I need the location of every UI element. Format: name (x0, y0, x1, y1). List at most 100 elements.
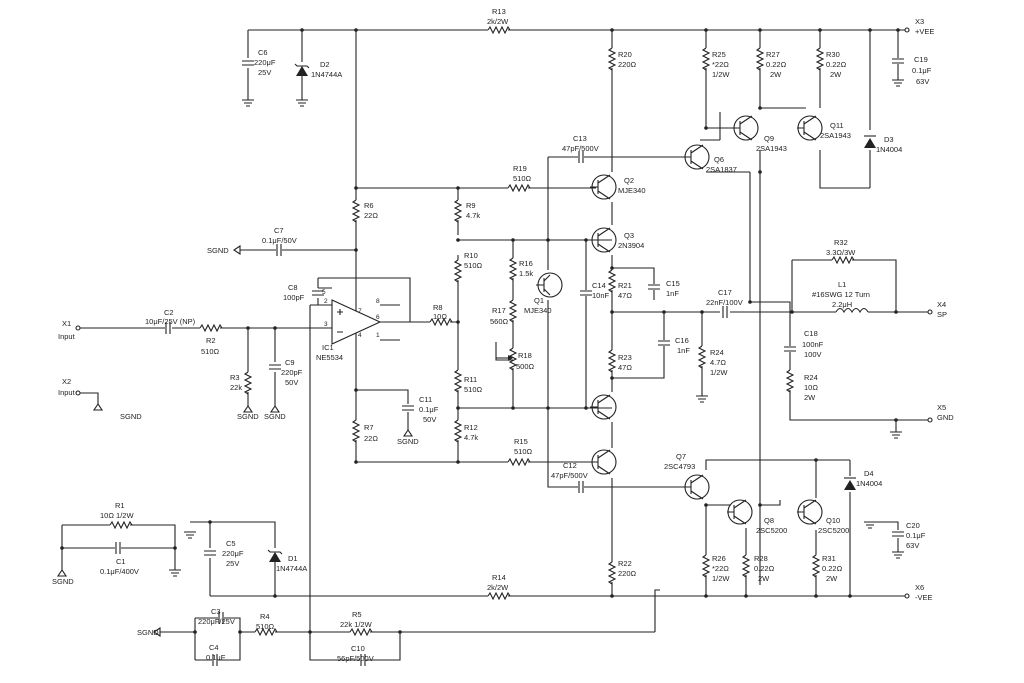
d1-ref: D1 (288, 554, 298, 563)
d4-ref: D4 (864, 469, 874, 478)
sgnd-label: SGND (120, 412, 142, 421)
l1-ref: L1 (838, 280, 846, 289)
sgnd-arrow-icon (153, 244, 241, 638)
sgnd-label: SGND (397, 437, 419, 446)
c6-value1: 220μF (254, 58, 276, 67)
c2-ref: C2 (164, 308, 174, 317)
terminal-x3-icon (904, 27, 910, 33)
ic1-pin: 7 (358, 308, 362, 315)
resistor-r22 (608, 561, 616, 585)
resistor-r15 (507, 458, 531, 466)
sgnd-label: SGND (237, 412, 259, 421)
q1-ref: Q1 (534, 296, 544, 305)
capacitor-c18 (783, 346, 797, 352)
c12-value: 47pF/500V (551, 471, 588, 480)
capacitor-c15 (647, 284, 661, 290)
transistor-q6 (684, 144, 710, 170)
r28-ref: R28 (754, 554, 768, 563)
ground-icon (695, 395, 709, 403)
resistor-r26 (702, 554, 710, 578)
terminal-x5-label: X5 (937, 403, 946, 412)
capacitor-c16 (657, 340, 671, 346)
q9-value: 2SA1943 (756, 144, 787, 153)
resistor-r23 (608, 349, 616, 373)
c19-value2: 63V (916, 77, 929, 86)
ground-icon (168, 569, 182, 577)
terminal-x6-label: X6 (915, 583, 924, 592)
d4-value: 1N4004 (856, 479, 882, 488)
c20-value2: 63V (906, 541, 919, 550)
c4-ref: C4 (209, 643, 219, 652)
r24b-ref: R24 (804, 373, 818, 382)
q10-value: 2SC5200 (818, 526, 849, 535)
c6-value2: 25V (258, 68, 271, 77)
c15-ref: C15 (666, 279, 680, 288)
op-amp-ic1 (331, 278, 382, 345)
r8-value: 10Ω (433, 312, 447, 321)
q7-ref: Q7 (676, 452, 686, 461)
r22-value: 220Ω (618, 569, 637, 578)
r31-ref: R31 (822, 554, 836, 563)
c14-value: 10nF (592, 291, 610, 300)
r19-ref: R19 (513, 164, 527, 173)
q8-value: 2SC5200 (756, 526, 787, 535)
c13-value: 47pF/500V (562, 144, 599, 153)
c7-value: 0.1μF/50V (262, 236, 297, 245)
q6-value: 2SA1837 (706, 165, 737, 174)
r5-ref: R5 (352, 610, 362, 619)
transistors (536, 115, 823, 525)
resistor-r30 (816, 47, 824, 71)
c18-ref: C18 (804, 329, 818, 338)
transistor-q2 (590, 174, 617, 200)
r24b-value2: 2W (804, 393, 816, 402)
c7-ref: C7 (274, 226, 284, 235)
r18-ref: R18 (518, 351, 532, 360)
terminal-x4-net: SP (937, 310, 947, 319)
r10-value: 510Ω (464, 261, 483, 270)
r27-ref: R27 (766, 50, 780, 59)
r13-value: 2k/2W (487, 17, 509, 26)
d3-value: 1N4004 (876, 145, 902, 154)
c18-value2: 100V (804, 350, 822, 359)
c3-value: 220μF/25V (198, 617, 235, 626)
r4-ref: R4 (260, 612, 270, 621)
c9-value2: 50V (285, 378, 298, 387)
r14-ref: R14 (492, 573, 506, 582)
capacitor-c17 (722, 305, 728, 319)
r27-value2: 2W (770, 70, 782, 79)
r7-ref: R7 (364, 423, 374, 432)
ground-symbols (56, 79, 905, 638)
ground-icon (891, 79, 905, 87)
r20-ref: R20 (618, 50, 632, 59)
q3-ref: Q3 (624, 231, 634, 240)
transistor-q9 (733, 115, 759, 141)
r23-value: 47Ω (618, 363, 632, 372)
resistor-r2 (199, 324, 223, 332)
r23-ref: R23 (618, 353, 632, 362)
r28-value2: 2W (758, 574, 770, 583)
ic1-pin: 1 (376, 332, 380, 339)
transistor-q5 (590, 449, 617, 475)
transistor-q10 (797, 499, 823, 525)
r14-value: 2k/2W (487, 583, 509, 592)
c10-ref: C10 (351, 644, 365, 653)
q10-ref: Q10 (826, 516, 840, 525)
terminal-x6-net: -VEE (915, 593, 933, 602)
diodes (267, 63, 876, 562)
ground-icon (241, 99, 255, 107)
c10-value: 56pF/500V (337, 654, 374, 663)
r4-value: 510Ω (256, 622, 275, 631)
capacitor-c14 (579, 290, 593, 296)
r22-ref: R22 (618, 559, 632, 568)
r1-value: 10Ω 1/2W (100, 511, 134, 520)
transistor-q7 (684, 474, 710, 500)
d2-ref: D2 (320, 60, 330, 69)
resistor-r32 (831, 256, 855, 264)
c12-ref: C12 (563, 461, 577, 470)
resistor-r21 (608, 269, 616, 293)
r15-ref: R15 (514, 437, 528, 446)
c8-ref: C8 (288, 283, 298, 292)
c3-ref: C3 (211, 607, 221, 616)
r31-value2: 2W (826, 574, 838, 583)
r19-value: 510Ω (513, 174, 532, 183)
